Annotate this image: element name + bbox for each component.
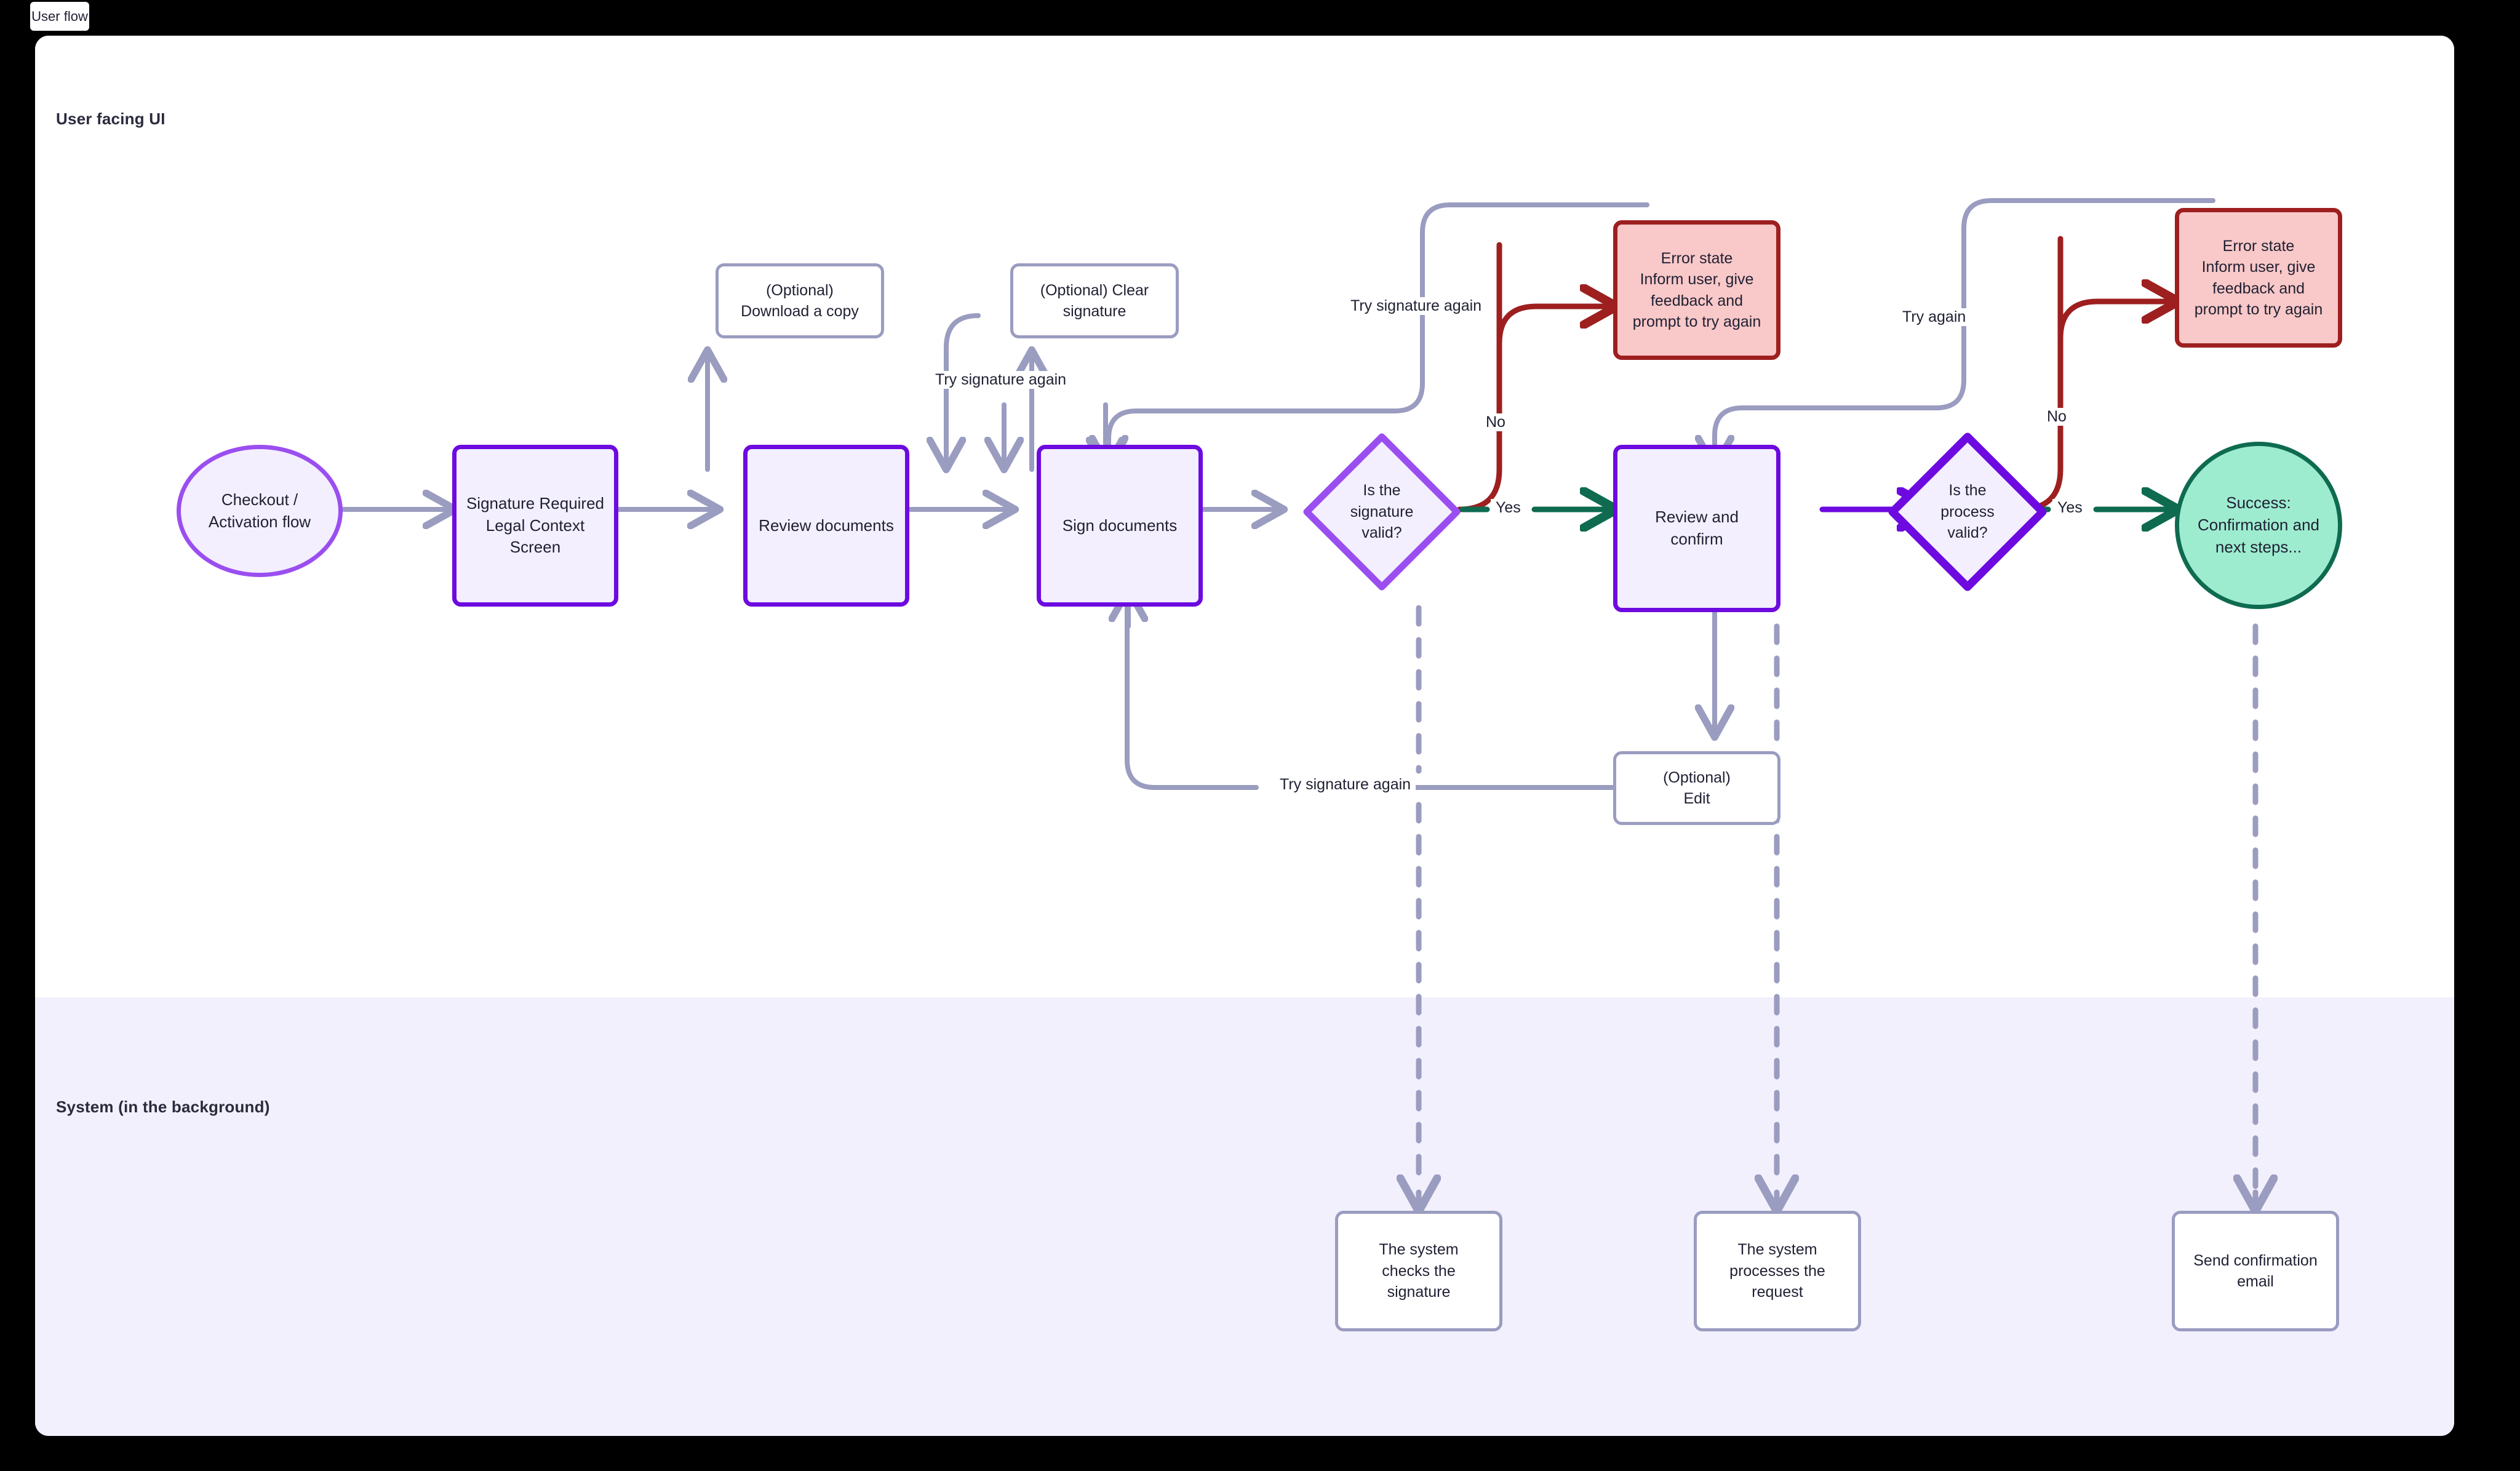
node-label: Checkout /Activation flow (208, 490, 311, 531)
tab-label: User flow (31, 8, 88, 24)
edge-label-try-signature-again-top: Try signature again (1346, 297, 1487, 315)
lane-title-user-facing-ui: User facing UI (56, 110, 165, 128)
node-review-documents[interactable]: Review documents (743, 445, 909, 607)
edge-label-try-signature-again-bottom: Try signature again (1275, 776, 1416, 794)
edge-label-no-1: No (1481, 413, 1510, 431)
node-checkout-activation-flow[interactable]: Checkout /Activation flow (177, 445, 343, 577)
node-label: Sign documents (1062, 516, 1178, 535)
diamond-shape (1888, 433, 2047, 591)
tab-user-flow[interactable]: User flow (30, 2, 89, 31)
node-label: (Optional)Download a copy (741, 281, 859, 321)
diagram-canvas[interactable]: User facing UI System (in the background… (35, 36, 2454, 1436)
node-label: (Optional)Edit (1663, 768, 1731, 808)
diamond-shape (1303, 433, 1461, 591)
edge-label-try-signature-again-left: Try signature again (930, 371, 1072, 389)
edge-label-yes-2: Yes (2052, 499, 2087, 517)
edge-label-yes-1: Yes (1491, 499, 1526, 517)
node-label: Review documents (759, 516, 894, 535)
node-optional-download-a-copy[interactable]: (Optional)Download a copy (716, 263, 884, 338)
lane-user-facing-ui (35, 36, 2454, 997)
node-optional-edit[interactable]: (Optional)Edit (1613, 751, 1780, 825)
lane-title-system-background: System (in the background) (56, 1098, 270, 1116)
node-sign-documents[interactable]: Sign documents (1037, 445, 1203, 607)
lane-system-background (35, 997, 2454, 1436)
edge-label-no-2: No (2042, 408, 2071, 426)
edge-label-try-again-right: Try again (1897, 308, 1971, 326)
